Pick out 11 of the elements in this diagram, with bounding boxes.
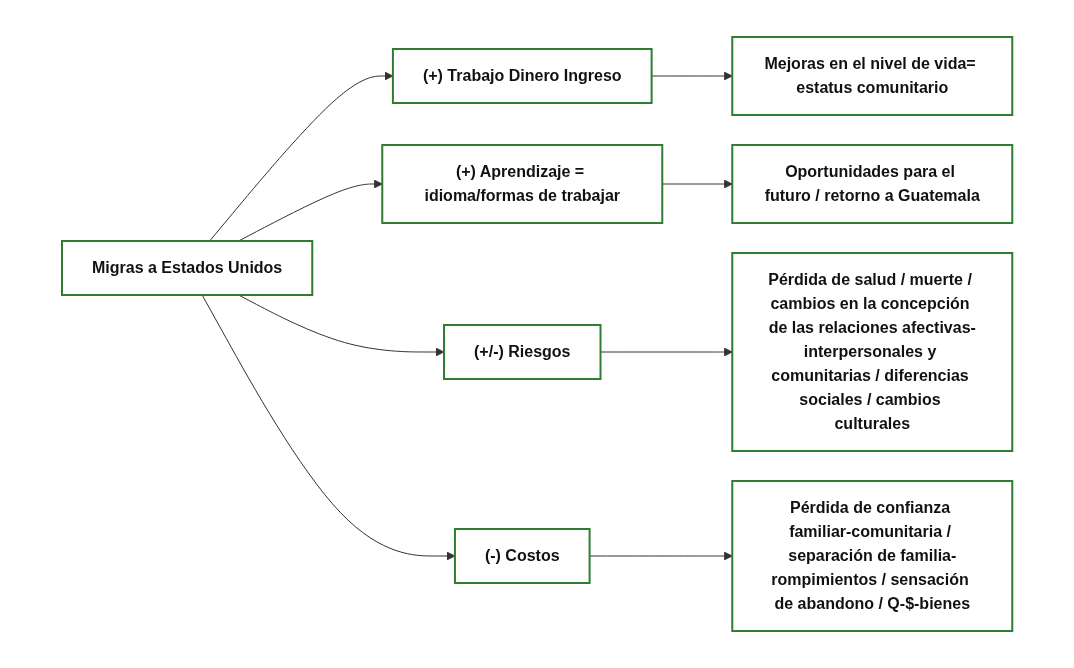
node-box: (+/-) Riesgos	[442, 324, 602, 380]
node-box: Pérdida de salud / muerte / cambios en la concepción de las relaciones afectivas-interpersonales y comunitarias / diferencias sociales / cambios culturales	[731, 252, 1014, 452]
node-box: Migras a Estados Unidos	[60, 240, 314, 296]
node-box: Mejoras en el nivel de vida= estatus comunitario	[731, 36, 1014, 116]
node-box: (+) Trabajo Dinero Ingreso	[391, 48, 653, 104]
node-box: (-) Costos	[453, 528, 591, 584]
arrow	[237, 179, 383, 242]
node-box: Oportunidades para el futuro / retorno a Guatemala	[731, 144, 1014, 224]
node-box: (+) Aprendizaje = idioma/formas de trabajar	[381, 144, 664, 224]
node-box: Pérdida de confianza familiar-comunitaria / separación de familia-rompimientos / sensación de abandono / Q-$-bienes	[731, 480, 1014, 632]
arrow	[651, 71, 733, 81]
